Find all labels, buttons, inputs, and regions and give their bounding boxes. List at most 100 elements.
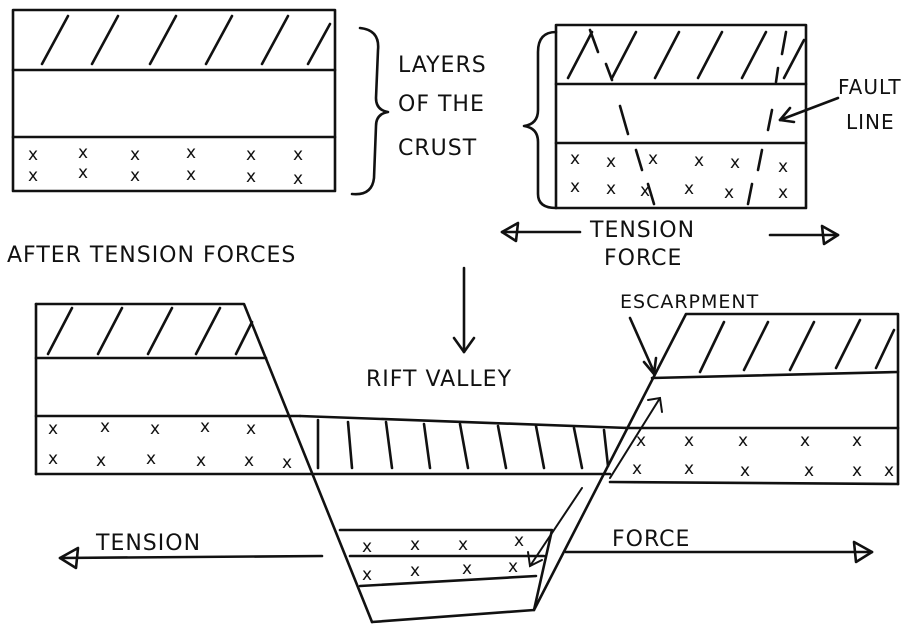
svg-text:x: x: [48, 419, 58, 439]
svg-text:x: x: [606, 152, 616, 172]
svg-text:x: x: [636, 431, 646, 451]
svg-text:x: x: [78, 143, 88, 163]
right-block-outline: [532, 312, 900, 612]
svg-text:CRUST: CRUST: [398, 136, 477, 161]
svg-text:OF THE: OF THE: [398, 92, 485, 117]
force-bottom-label: FORCE: [612, 527, 690, 552]
svg-text:x: x: [200, 417, 210, 437]
svg-text:x: x: [606, 179, 616, 199]
fault-line-right: [746, 30, 788, 206]
left-block-rock-marks: x x x x x x x x x x x: [48, 417, 292, 473]
crust-block-faulted: x x x x x x x x x x x x: [554, 23, 808, 210]
svg-text:x: x: [362, 537, 372, 557]
svg-text:x: x: [640, 181, 650, 201]
graben-block-outline: [338, 528, 554, 624]
svg-text:x: x: [150, 419, 160, 439]
faulted-block-outline: [554, 23, 808, 210]
svg-text:x: x: [514, 531, 524, 551]
central-band-hatching: [316, 418, 610, 470]
svg-text:x: x: [778, 183, 788, 203]
svg-text:x: x: [186, 143, 196, 163]
brace-right: [522, 30, 558, 210]
escarpment-pointer: [628, 316, 658, 376]
after-tension-forces-label: AFTER TENSION FORCES: [7, 243, 296, 268]
svg-text:x: x: [410, 561, 420, 581]
svg-text:x: x: [130, 145, 140, 165]
svg-text:x: x: [570, 177, 580, 197]
svg-text:x: x: [724, 183, 734, 203]
faulted-top-hatching: [566, 30, 806, 80]
svg-text:x: x: [28, 145, 38, 165]
svg-text:x: x: [293, 145, 303, 165]
svg-text:x: x: [884, 461, 894, 481]
faulted-rock-marks: x x x x x x x x x x x x: [570, 149, 788, 203]
svg-text:x: x: [738, 431, 748, 451]
svg-text:x: x: [130, 166, 140, 186]
brace-left: [350, 26, 390, 196]
svg-text:x: x: [100, 417, 110, 437]
svg-text:x: x: [246, 419, 256, 439]
crust-block-outline: [11, 8, 337, 193]
svg-text:x: x: [508, 557, 518, 577]
svg-text:x: x: [804, 461, 814, 481]
fault-line-left: [588, 28, 656, 206]
svg-text:x: x: [684, 179, 694, 199]
svg-text:FORCE: FORCE: [604, 246, 682, 271]
svg-text:x: x: [28, 166, 38, 186]
svg-text:x: x: [96, 451, 106, 471]
svg-text:x: x: [462, 559, 472, 579]
svg-text:x: x: [800, 431, 810, 451]
svg-text:x: x: [48, 449, 58, 469]
svg-text:LINE: LINE: [846, 110, 895, 134]
tension-force-top-label: TENSION FORCE: [589, 218, 695, 271]
svg-text:x: x: [146, 449, 156, 469]
svg-text:x: x: [852, 431, 862, 451]
svg-text:x: x: [684, 459, 694, 479]
left-block-outline: [34, 302, 374, 624]
svg-text:x: x: [648, 149, 658, 169]
svg-text:x: x: [778, 157, 788, 177]
svg-text:x: x: [246, 167, 256, 187]
svg-text:x: x: [246, 145, 256, 165]
svg-text:LAYERS: LAYERS: [398, 53, 487, 78]
fault-pointer-arrow: [778, 96, 840, 124]
tension-arrow-bottom-right: [564, 540, 874, 564]
tension-arrow-top-right: [768, 224, 840, 246]
svg-text:x: x: [244, 451, 254, 471]
right-block-hatching: [698, 318, 896, 374]
escarpment-label: ESCARPMENT: [620, 291, 759, 313]
rift-valley-section: x x x x x x x x x x x: [34, 302, 900, 624]
down-arrow: [452, 266, 476, 354]
graben-rock-marks: x x x x x x x x: [362, 531, 524, 585]
svg-text:x: x: [852, 461, 862, 481]
svg-text:x: x: [632, 459, 642, 479]
svg-text:x: x: [78, 163, 88, 183]
svg-text:x: x: [410, 535, 420, 555]
crust-block-before: x x x x x x x x x x x x: [11, 8, 337, 193]
svg-text:x: x: [458, 535, 468, 555]
svg-text:FAULT: FAULT: [838, 75, 902, 99]
bottom-layer-rock-marks: x x x x x x x x x x x x: [28, 143, 303, 189]
tension-arrow-bottom-left: [58, 546, 324, 570]
top-layer-hatching: [40, 14, 332, 66]
tension-bottom-label: TENSION: [95, 531, 201, 556]
svg-text:x: x: [362, 565, 372, 585]
svg-text:x: x: [694, 151, 704, 171]
svg-text:x: x: [186, 165, 196, 185]
right-block-rock-marks: x x x x x x x x x x x: [632, 431, 894, 481]
rift-valley-label: RIFT VALLEY: [366, 367, 512, 392]
fault-movement-arrow: [527, 396, 663, 568]
svg-text:x: x: [730, 153, 740, 173]
svg-text:x: x: [570, 149, 580, 169]
fault-line-label: FAULT LINE: [838, 75, 902, 134]
layers-of-the-crust-label: LAYERS OF THE CRUST: [398, 53, 487, 161]
svg-text:x: x: [684, 431, 694, 451]
svg-text:x: x: [282, 453, 292, 473]
left-block-hatching: [46, 306, 254, 356]
svg-text:x: x: [740, 461, 750, 481]
svg-text:TENSION: TENSION: [589, 218, 695, 243]
tension-arrow-top-left: [500, 221, 582, 243]
svg-text:x: x: [293, 169, 303, 189]
